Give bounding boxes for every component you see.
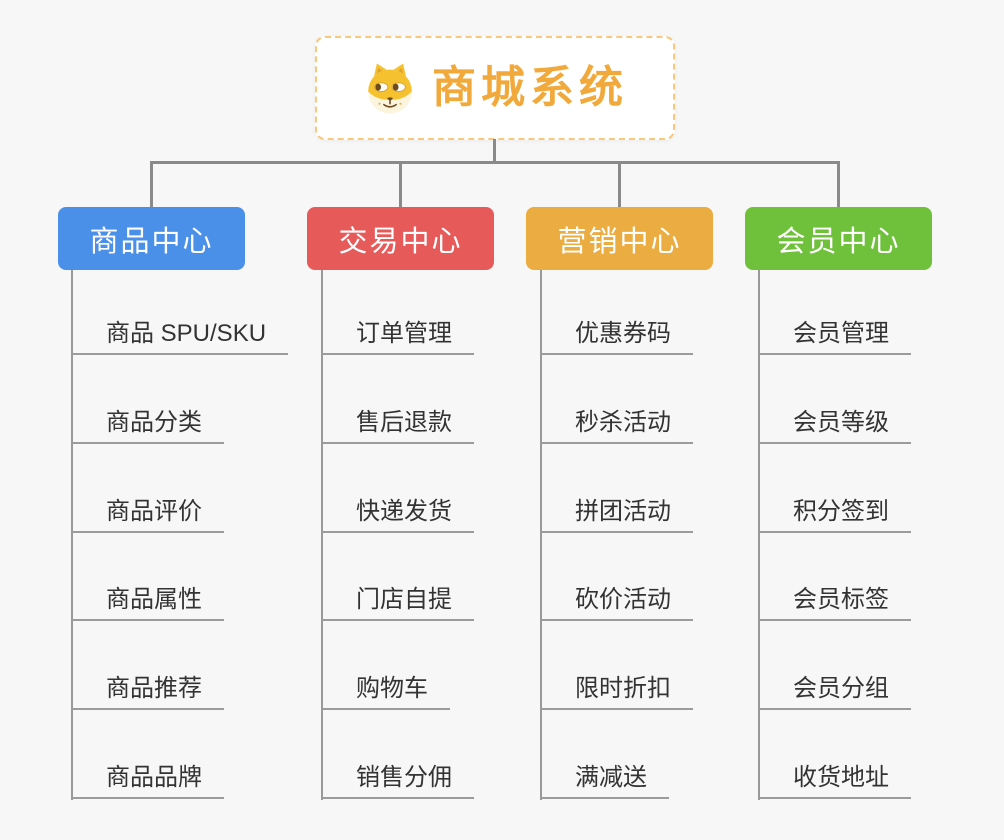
leaf-node[interactable]: 拼团活动 [540,498,693,533]
branch-node-member-center[interactable]: 会员中心 [745,207,932,270]
branch-node-trade-center[interactable]: 交易中心 [307,207,494,270]
leaf-node[interactable]: 限时折扣 [540,675,693,710]
leaf-node[interactable]: 商品 SPU/SKU [71,320,289,355]
root-stem-connector [493,139,496,163]
leaf-node[interactable]: 商品评价 [71,498,224,533]
branch-drop-connector [837,161,840,208]
branch-drop-connector [399,161,402,208]
leaf-node[interactable]: 销售分佣 [321,764,474,799]
leaf-node[interactable]: 积分签到 [758,498,911,533]
branch-drop-connector [618,161,621,208]
leaf-node[interactable]: 满减送 [540,764,669,799]
branch-drop-connector [150,161,153,208]
leaf-node[interactable]: 商品品牌 [71,764,224,799]
root-node[interactable]: 商城系统 [315,36,675,140]
leaf-node[interactable]: 收货地址 [758,764,911,799]
leaf-node[interactable]: 门店自提 [321,586,474,621]
branch-trunk-line [540,270,542,800]
leaf-node[interactable]: 商品推荐 [71,675,224,710]
root-title: 商城系统 [432,63,628,112]
leaf-node[interactable]: 会员标签 [758,586,911,621]
branch-trunk-line [321,270,323,800]
branch-bus-connector [150,161,839,164]
branch-node-marketing-center[interactable]: 营销中心 [526,207,713,270]
leaf-node[interactable]: 购物车 [321,675,450,710]
leaf-node[interactable]: 秒杀活动 [540,409,693,444]
leaf-node[interactable]: 商品属性 [71,586,224,621]
branch-trunk-line [758,270,760,800]
leaf-node[interactable]: 订单管理 [321,320,474,355]
leaf-node[interactable]: 砍价活动 [540,586,693,621]
leaf-node[interactable]: 会员等级 [758,409,911,444]
leaf-node[interactable]: 快递发货 [321,498,474,533]
leaf-node[interactable]: 商品分类 [71,409,224,444]
leaf-node[interactable]: 售后退款 [321,409,474,444]
leaf-node[interactable]: 会员分组 [758,675,911,710]
leaf-node[interactable]: 优惠券码 [540,320,693,355]
branch-node-product-center[interactable]: 商品中心 [58,207,245,270]
dog-face-icon [362,60,418,116]
branch-trunk-line [71,270,73,800]
leaf-node[interactable]: 会员管理 [758,320,911,355]
